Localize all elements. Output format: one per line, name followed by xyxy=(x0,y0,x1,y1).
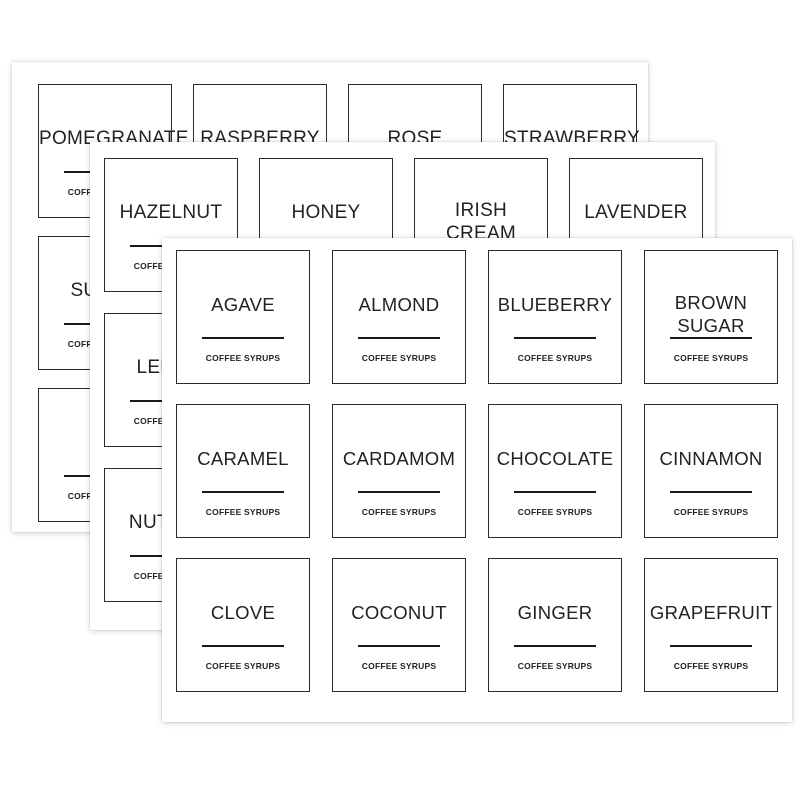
label-subtitle: COFFEE SYRUPS xyxy=(361,661,437,671)
label-flavor-name: AGAVE xyxy=(211,294,275,315)
label-subtitle: COFFEE SYRUPS xyxy=(673,661,749,671)
label-subtitle: COFFEE SYRUPS xyxy=(205,353,281,363)
sticker-label: CLOVE COFFEE SYRUPS xyxy=(176,558,310,692)
label-divider-line xyxy=(670,491,752,493)
label-flavor-name: GRAPEFRUIT xyxy=(649,602,773,623)
label-flavor-name: ALMOND xyxy=(358,294,440,315)
label-subtitle: COFFEE SYRUPS xyxy=(361,507,437,517)
sticker-label: CARAMEL COFFEE SYRUPS xyxy=(176,404,310,538)
label-flavor-name: BROWN SUGAR xyxy=(674,292,748,336)
label-flavor-name: HAZELNUT xyxy=(119,202,223,223)
label-flavor-name: CARDAMOM xyxy=(342,448,456,469)
label-divider-line xyxy=(358,337,440,339)
sticker-label: CHOCOLATE COFFEE SYRUPS xyxy=(488,404,622,538)
label-subtitle: COFFEE SYRUPS xyxy=(361,353,437,363)
label-subtitle: COFFEE SYRUPS xyxy=(517,507,593,517)
label-divider-line xyxy=(670,337,752,339)
sticker-label: GINGER COFFEE SYRUPS xyxy=(488,558,622,692)
sticker-label: CINNAMON COFFEE SYRUPS xyxy=(644,404,778,538)
label-flavor-name: COCONUT xyxy=(351,602,447,623)
label-subtitle: COFFEE SYRUPS xyxy=(517,661,593,671)
sticker-label: CARDAMOM COFFEE SYRUPS xyxy=(332,404,466,538)
label-subtitle: COFFEE SYRUPS xyxy=(205,661,281,671)
label-flavor-name: CLOVE xyxy=(210,602,276,623)
label-flavor-name: HONEY xyxy=(291,202,361,223)
sticker-label: COCONUT COFFEE SYRUPS xyxy=(332,558,466,692)
label-divider-line xyxy=(514,337,596,339)
label-subtitle: COFFEE SYRUPS xyxy=(517,353,593,363)
label-flavor-name: GINGER xyxy=(517,602,593,623)
sticker-label: ALMOND COFFEE SYRUPS xyxy=(332,250,466,384)
label-flavor-name: CINNAMON xyxy=(659,448,763,469)
sticker-label: BROWN SUGAR COFFEE SYRUPS xyxy=(644,250,778,384)
label-divider-line xyxy=(670,645,752,647)
label-flavor-name: CHOCOLATE xyxy=(496,448,614,469)
label-divider-line xyxy=(514,491,596,493)
sticker-label: BLUEBERRY COFFEE SYRUPS xyxy=(488,250,622,384)
label-flavor-name: BLUEBERRY xyxy=(497,294,613,315)
label-flavor-name: CARAMEL xyxy=(197,448,289,469)
label-subtitle: COFFEE SYRUPS xyxy=(673,353,749,363)
label-divider-line xyxy=(358,491,440,493)
label-subtitle: COFFEE SYRUPS xyxy=(673,507,749,517)
label-divider-line xyxy=(202,337,284,339)
label-flavor-name: LAVENDER xyxy=(584,202,688,223)
label-divider-line xyxy=(202,645,284,647)
sticker-label: AGAVE COFFEE SYRUPS xyxy=(176,250,310,384)
label-subtitle: COFFEE SYRUPS xyxy=(205,507,281,517)
sticker-label: GRAPEFRUIT COFFEE SYRUPS xyxy=(644,558,778,692)
label-divider-line xyxy=(358,645,440,647)
label-divider-line xyxy=(514,645,596,647)
label-divider-line xyxy=(202,491,284,493)
